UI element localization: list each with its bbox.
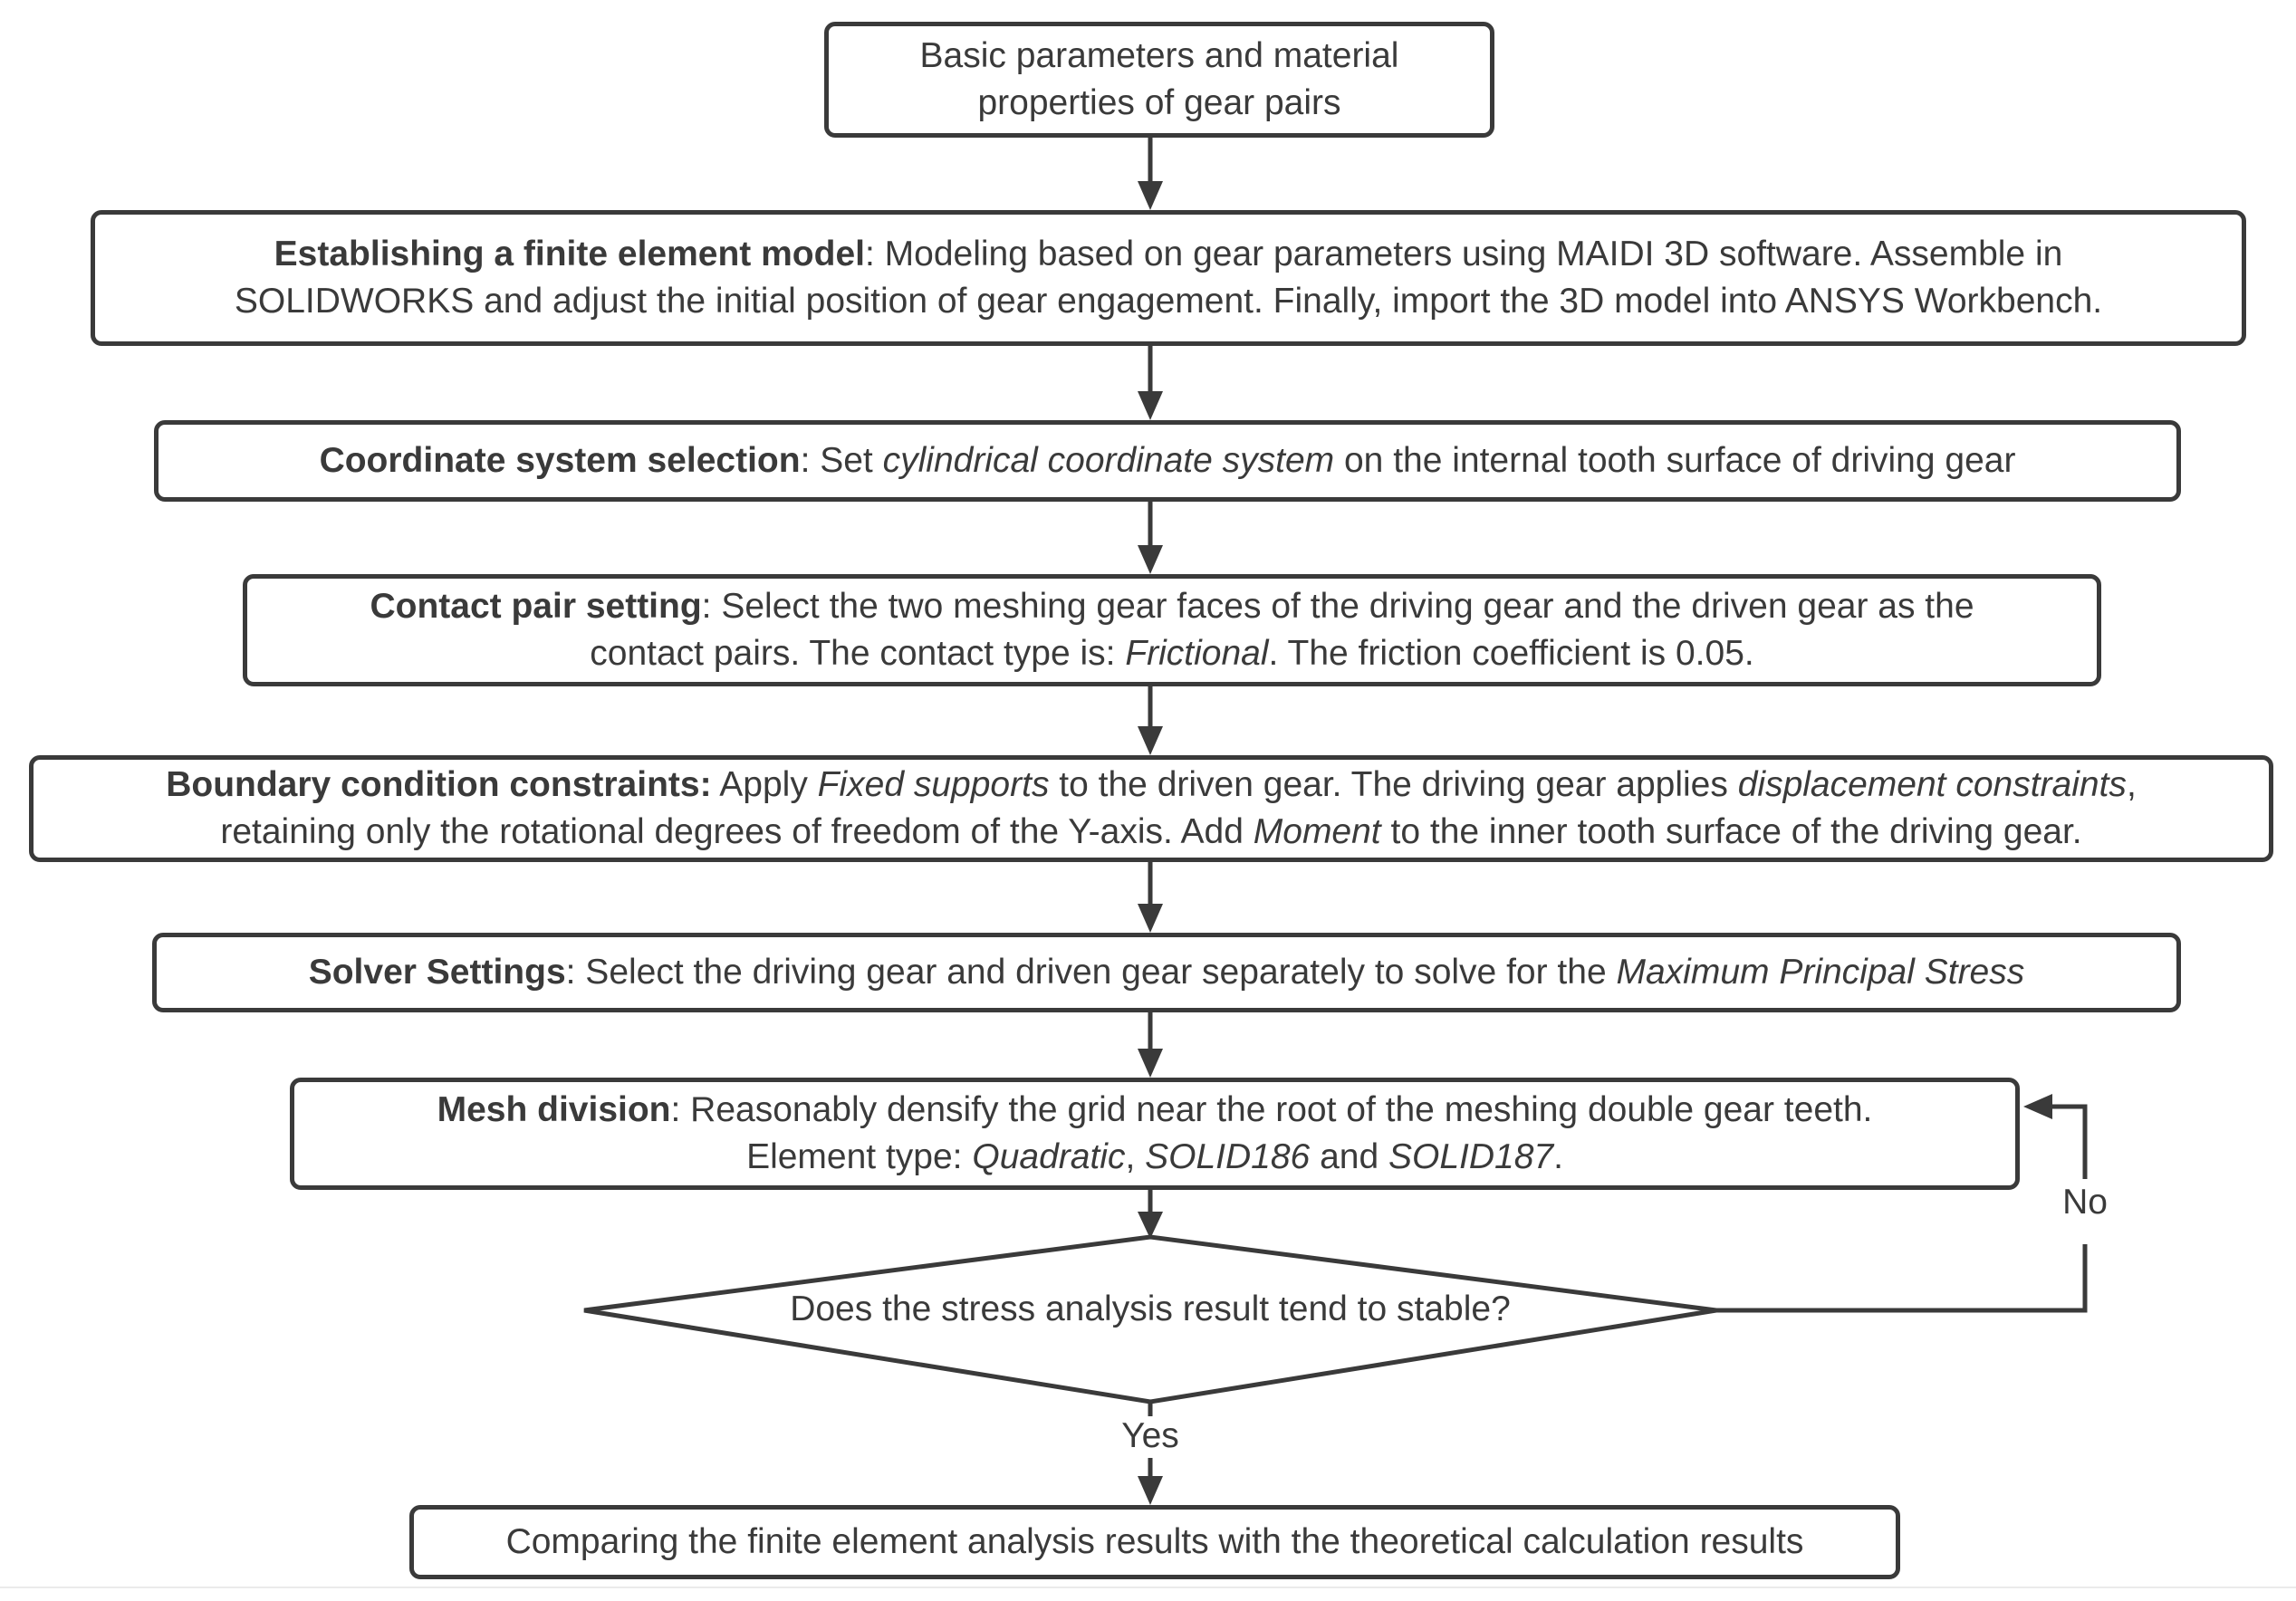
flow-arrow-1 — [1138, 138, 1163, 210]
text-segment: contact pairs. The contact type is: — [590, 634, 1126, 673]
text-segment: Coordinate system selection — [319, 441, 801, 480]
text-segment: Mesh division — [437, 1090, 671, 1129]
node-start: Basic parameters and material properties … — [824, 22, 1494, 138]
flow-arrow-3 — [1138, 502, 1163, 574]
text-segment: Fixed supports — [817, 765, 1050, 804]
text-segment: Basic parameters and material — [919, 36, 1399, 75]
text-segment: . The friction coefficient is 0.05. — [1268, 634, 1754, 673]
text-segment: retaining only the rotational degrees of… — [220, 812, 1254, 851]
decision-question: Does the stress analysis result tend to … — [790, 1289, 1511, 1328]
text-segment: Solver Settings — [308, 953, 566, 992]
text-segment: : Reasonably densify the grid near the r… — [670, 1090, 1873, 1129]
decision-diamond — [583, 1234, 1717, 1404]
yes-label: Yes — [1087, 1416, 1214, 1456]
text-segment: Element type: — [746, 1137, 973, 1176]
text-segment: to the inner tooth surface of the drivin… — [1380, 812, 2082, 851]
text-segment: cylindrical coordinate system — [882, 441, 1335, 480]
text-segment: , — [1125, 1137, 1146, 1176]
text-segment: Maximum Principal Stress — [1616, 953, 2025, 992]
node-finite-element-model: Establishing a finite element model: Mod… — [91, 210, 2246, 346]
no-branch-connector — [1716, 1094, 2088, 1313]
node-coordinate-system: Coordinate system selection: Set cylindr… — [154, 420, 2181, 502]
text-segment: : Select the two meshing gear faces of t… — [701, 587, 1974, 626]
text-segment: , — [2126, 765, 2137, 804]
flow-arrow-5 — [1138, 862, 1163, 933]
node-finite-element-model-text: Establishing a finite element model: Mod… — [235, 231, 2102, 325]
no-label: No — [2029, 1183, 2141, 1222]
node-compare-results: Comparing the finite element analysis re… — [409, 1505, 1900, 1579]
text-segment: and — [1310, 1137, 1388, 1176]
text-segment: Contact pair setting — [370, 587, 702, 626]
flow-arrow-7 — [1138, 1190, 1163, 1239]
node-boundary-conditions: Boundary condition constraints: Apply Fi… — [29, 755, 2273, 862]
node-compare-results-text: Comparing the finite element analysis re… — [505, 1522, 1804, 1561]
node-solver-settings: Solver Settings: Select the driving gear… — [152, 933, 2181, 1012]
node-mesh-division: Mesh division: Reasonably densify the gr… — [290, 1078, 2020, 1190]
flow-arrow-2 — [1138, 346, 1163, 420]
yes-arrow — [1138, 1458, 1163, 1505]
node-boundary-conditions-text: Boundary condition constraints: Apply Fi… — [166, 762, 2137, 856]
node-coordinate-system-text: Coordinate system selection: Set cylindr… — [320, 437, 2016, 484]
flow-arrow-6 — [1138, 1012, 1163, 1078]
text-segment: displacement constraints — [1737, 765, 2127, 804]
node-start-text: Basic parameters and material properties … — [920, 33, 1399, 127]
text-segment: Boundary condition constraints: — [166, 765, 712, 804]
node-contact-pair-text: Contact pair setting: Select the two mes… — [370, 583, 1974, 677]
page-bottom-edge — [0, 1587, 2296, 1588]
node-contact-pair: Contact pair setting: Select the two mes… — [243, 574, 2101, 686]
text-segment: SOLID186 — [1145, 1137, 1311, 1176]
text-segment: SOLID187 — [1388, 1137, 1554, 1176]
text-segment: Quadratic — [972, 1137, 1126, 1176]
text-segment: SOLIDWORKS and adjust the initial positi… — [234, 282, 2103, 321]
text-segment: : Set — [800, 441, 883, 480]
text-segment: to the driven gear. The driving gear app… — [1049, 765, 1738, 804]
node-mesh-division-text: Mesh division: Reasonably densify the gr… — [437, 1087, 1873, 1181]
text-segment: Frictional — [1125, 634, 1269, 673]
text-segment: Moment — [1253, 812, 1381, 851]
text-segment: Establishing a finite element model — [274, 235, 865, 273]
text-segment: on the internal tooth surface of driving… — [1334, 441, 2016, 480]
text-segment: : Select the driving gear and driven gea… — [565, 953, 1617, 992]
text-segment: Apply — [711, 765, 818, 804]
text-segment: properties of gear pairs — [977, 83, 1341, 122]
text-segment: : Modeling based on gear parameters usin… — [864, 235, 2063, 273]
node-solver-settings-text: Solver Settings: Select the driving gear… — [309, 949, 2025, 996]
flow-arrow-4 — [1138, 686, 1163, 755]
text-segment: . — [1553, 1137, 1563, 1176]
